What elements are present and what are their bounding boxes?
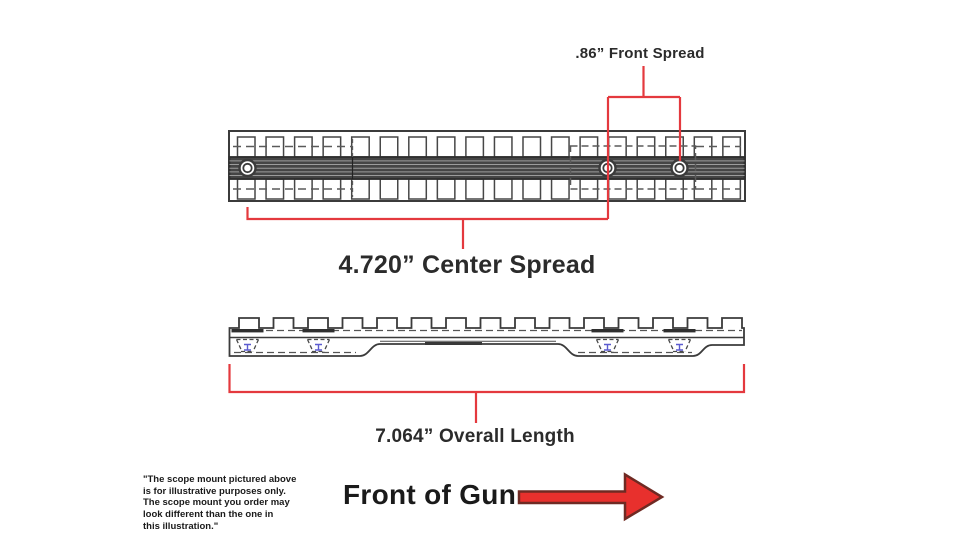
top-view-drawing [228,130,746,202]
center-spread-dimension-label: 4.720” Center Spread [338,251,596,279]
arrow-shape [517,472,665,522]
center-spread-bracket [246,207,608,249]
side-view-drawing [228,317,745,357]
front-of-gun-arrow [517,472,665,522]
front-of-gun-label: Front of Gun [343,479,517,510]
screw-hole-rear-inner [242,162,253,174]
engraving-mark [425,342,482,345]
front-spread-dimension-label: .86” Front Spread [575,45,705,62]
front-spread-bracket [606,66,682,219]
groove-band-stripes [229,160,745,176]
hidden-recess-outline [569,145,697,190]
disclaimer-text: "The scope mount pictured above is for i… [143,474,297,532]
hidden-screw-counterbores [231,329,696,353]
dimension-lines [228,66,746,423]
screw-hole-front-right-inner [674,162,685,174]
hidden-lines-left [233,145,741,190]
overall-length-bracket [228,364,746,423]
overall-length-dimension-label: 7.064” Overall Length [375,426,575,447]
